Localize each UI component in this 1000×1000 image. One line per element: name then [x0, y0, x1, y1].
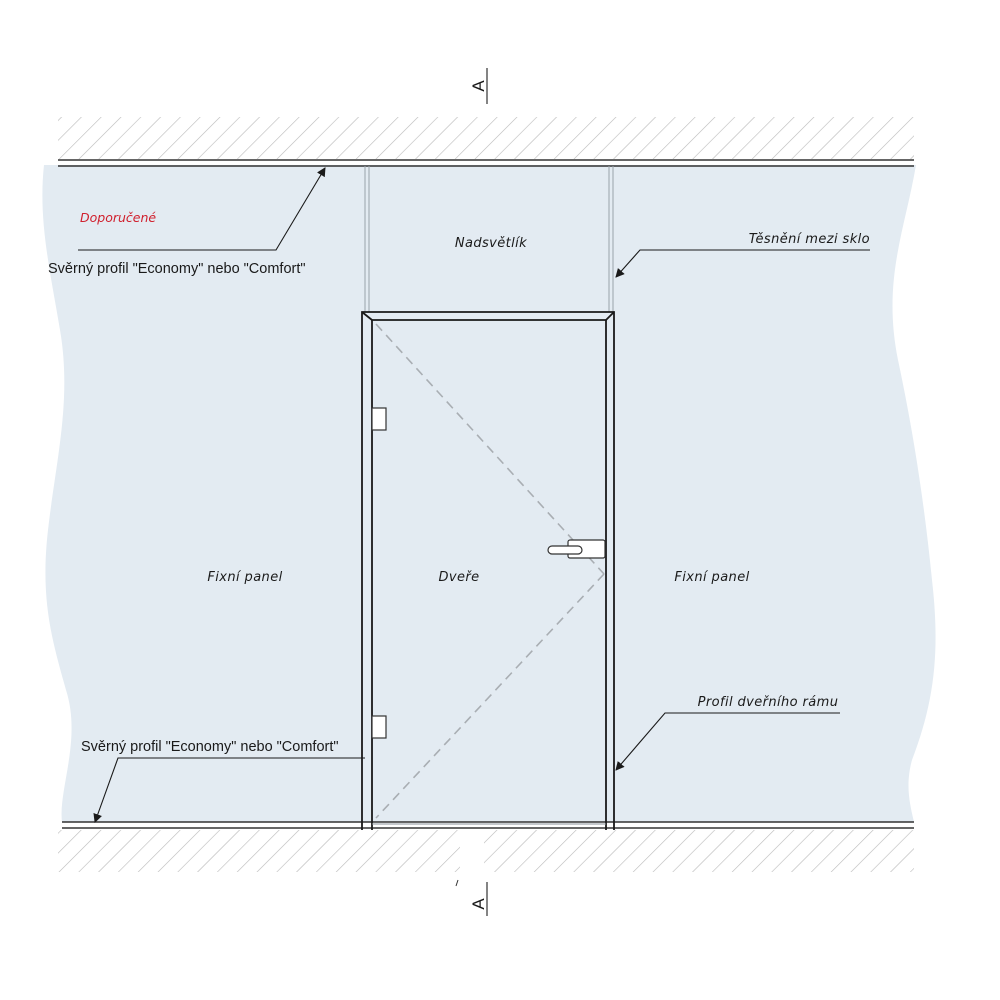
label-door-frame-profile: Profil dveřního rámu: [698, 695, 839, 710]
leader-bottom-profile: [93, 757, 365, 823]
door-handle: [547, 539, 606, 559]
leader-top-profile: [78, 167, 326, 251]
section-tick-bottom: [455, 879, 459, 887]
door-frame: [361, 311, 615, 830]
label-fixed-left: Fixní panel: [207, 570, 282, 585]
door-swing-lines: [375, 323, 605, 819]
lower-hinge: [371, 715, 387, 739]
label-bottom-profile: Svěrný profil "Economy" nebo "Comfort": [81, 739, 339, 755]
label-top-profile: Svěrný profil "Economy" nebo "Comfort": [48, 261, 306, 277]
ceiling-hatch: [58, 117, 914, 159]
label-glass-seal: Těsnění mezi sklo: [749, 232, 870, 247]
leader-glass-seal: [615, 249, 870, 278]
section-label-bottom: A: [469, 898, 488, 910]
label-transom: Nadsvětlík: [455, 236, 527, 251]
floor-hatch-gap: [460, 828, 484, 874]
section-label-top: A: [469, 80, 488, 92]
label-door: Dveře: [438, 570, 479, 585]
glass-area: [42, 165, 936, 822]
label-fixed-right: Fixní panel: [674, 570, 749, 585]
label-recommended: Doporučené: [80, 210, 156, 225]
upper-hinge: [371, 407, 387, 431]
leader-door-frame-profile: [615, 712, 840, 771]
floor-hatch: [58, 830, 914, 872]
